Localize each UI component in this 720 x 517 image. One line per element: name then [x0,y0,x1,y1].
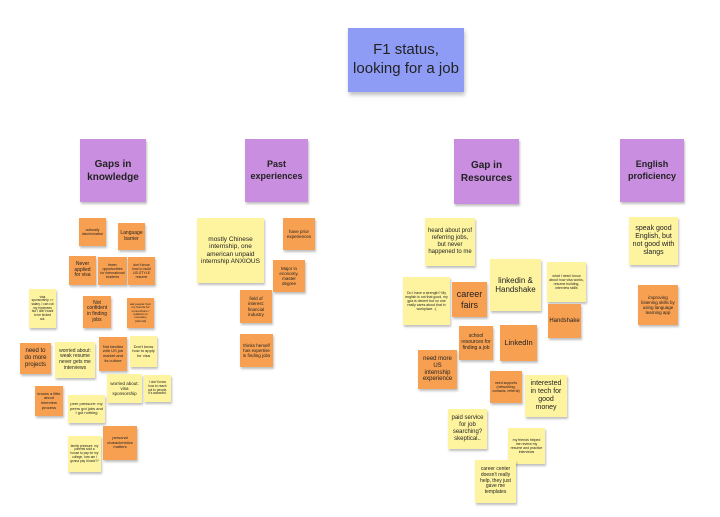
sticky-note[interactable]: have prior experiences [283,218,315,250]
sticky-note[interactable]: career fairs [452,282,487,317]
sticky-note[interactable]: visa sponsorship >> salary. I can cut my… [29,289,56,328]
header-past-experiences-line1: Past [266,158,286,169]
header-gap-in-resources-line1: Gap in [470,159,503,171]
sticky-note[interactable]: peer pressure: my peers got jobs and I g… [68,395,105,423]
header-gaps-in-knowledge-line1: Gaps in [94,158,132,170]
sticky-note[interactable]: school resources for finding a job [459,326,493,360]
header-english-proficiency-line2: proficiency [627,170,676,181]
sticky-note[interactable]: need more US internship experience [418,350,457,389]
sticky-note[interactable]: mostly Chinese internship, one american … [197,218,264,283]
sticky-note[interactable]: LinkedIn [500,325,537,361]
sticky-note[interactable]: family pressure: my parents sold a house… [68,436,101,472]
sticky-note[interactable]: Handshake [548,304,581,338]
sticky-note[interactable]: Do I have a strength? My english is not … [403,277,450,325]
header-gap-in-resources[interactable]: Gap in Resources [454,139,519,204]
sticky-note[interactable]: thinks herself has expertise in finding … [240,334,273,367]
sticky-note[interactable]: knows a little about interview process [35,386,63,416]
header-english-proficiency[interactable]: English proficiency [620,139,684,202]
sticky-note[interactable]: Not confident in finding jobs [83,296,111,328]
sticky-note[interactable]: speak good English, but not good with sl… [629,217,678,265]
board-title[interactable]: F1 status, looking for a job [348,28,464,92]
header-past-experiences-line2: experiences [250,170,303,181]
sticky-note[interactable]: worried about: weak resume never gets me… [55,342,95,378]
sticky-note[interactable]: field of interest: financial industry [240,290,272,323]
header-english-proficiency-line1: English [635,158,669,169]
sticky-note[interactable]: Language barrier [118,223,145,250]
sticky-note[interactable]: Major in economy, master degree [273,260,305,292]
sticky-note[interactable]: improving listening skills by using lang… [638,285,678,325]
sticky-note[interactable]: I don't know how to reach out to people.… [144,375,171,402]
header-gap-in-resources-line2: Resources [460,172,513,184]
sticky-note[interactable]: fewer opportunities for international st… [98,257,127,285]
sticky-note[interactable]: paid service for job searching? skeptica… [448,409,487,449]
sticky-note[interactable]: personal characteristics matters [103,426,137,460]
sticky-note[interactable]: career center doesn't really help, they … [475,460,516,503]
board-title-line2: looking for a job [353,60,459,77]
sticky-note[interactable]: worried about: visa sponsorship [107,374,142,403]
sticky-note[interactable]: what I need: know about how visa works, … [547,262,586,302]
sticky-note[interactable]: need supports (networking, contacts, ref… [490,371,522,403]
header-gaps-in-knowledge[interactable]: Gaps in knowledge [80,139,146,202]
sticky-note[interactable]: don't know how to build US-STYLE resume [128,257,155,285]
sticky-note[interactable]: culturally discriminative [79,218,106,246]
sticky-note[interactable]: heard about prof referring jobs, but nev… [425,218,475,266]
sticky-note[interactable]: interested in tech for good money [525,375,567,417]
sticky-note[interactable]: ask people from my friends for connectio… [127,298,154,328]
sticky-note[interactable]: linkedin & Handshake [490,259,541,311]
sticky-note[interactable]: Not familiar with US job market and its … [99,337,127,371]
header-past-experiences[interactable]: Past experiences [245,139,308,202]
sticky-note[interactable]: need to do more projects [20,343,51,374]
sticky-note[interactable]: my friends helped me review my resume an… [508,428,545,464]
header-gaps-in-knowledge-line2: knowledge [87,171,139,183]
sticky-note[interactable]: Never applied for visa [69,256,96,285]
sticky-note[interactable]: Don't know how to apply for visa [130,336,157,367]
board-title-line1: F1 status, [373,41,439,59]
